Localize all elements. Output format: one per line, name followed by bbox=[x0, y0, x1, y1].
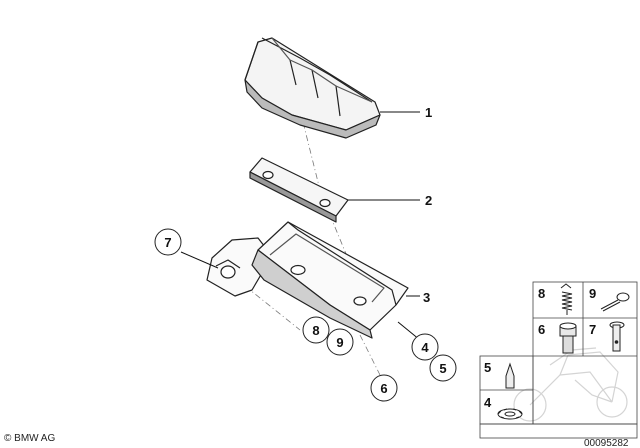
callout-circle-7: 7 bbox=[154, 228, 182, 256]
callout-2: 2 bbox=[425, 193, 432, 208]
svg-text:4: 4 bbox=[421, 340, 429, 355]
callout-circle-4: 4 bbox=[411, 333, 439, 361]
grub-screw-icon[interactable] bbox=[505, 362, 515, 389]
motorcycle-silhouette-icon bbox=[513, 347, 628, 422]
callout-circle-5: 5 bbox=[429, 354, 457, 382]
callout-circle-6: 6 bbox=[370, 374, 398, 402]
hardware-grid: 8 9 6 7 5 4 bbox=[479, 281, 638, 439]
hardware-label-6: 6 bbox=[538, 322, 545, 337]
svg-text:8: 8 bbox=[312, 323, 319, 338]
mounting-plate-part[interactable] bbox=[249, 157, 349, 223]
hardware-label-5: 5 bbox=[484, 360, 491, 375]
svg-text:6: 6 bbox=[380, 381, 387, 396]
hardware-label-8: 8 bbox=[538, 286, 545, 301]
diagram-number: 00095282 bbox=[584, 438, 629, 448]
svg-text:9: 9 bbox=[336, 335, 343, 350]
hardware-label-7: 7 bbox=[589, 322, 596, 337]
callout-circle-8: 8 bbox=[302, 316, 330, 344]
callout-1: 1 bbox=[425, 105, 432, 120]
callout-circle-9: 9 bbox=[326, 328, 354, 356]
footpeg-rubber-part[interactable] bbox=[244, 37, 381, 139]
clevis-pin-icon[interactable] bbox=[609, 321, 625, 352]
callout-3: 3 bbox=[423, 290, 430, 305]
copyright-text: © BMW AG bbox=[4, 433, 55, 444]
spring-icon[interactable] bbox=[560, 283, 573, 315]
hex-socket-screw-icon[interactable] bbox=[559, 322, 577, 354]
svg-text:5: 5 bbox=[439, 361, 446, 376]
star-washer-icon[interactable] bbox=[497, 408, 523, 420]
hardware-label-9: 9 bbox=[589, 286, 596, 301]
svg-text:7: 7 bbox=[164, 235, 171, 250]
cotter-pin-icon[interactable] bbox=[600, 292, 630, 312]
hardware-label-4: 4 bbox=[484, 395, 492, 410]
footpeg-bracket-part[interactable] bbox=[206, 221, 409, 339]
